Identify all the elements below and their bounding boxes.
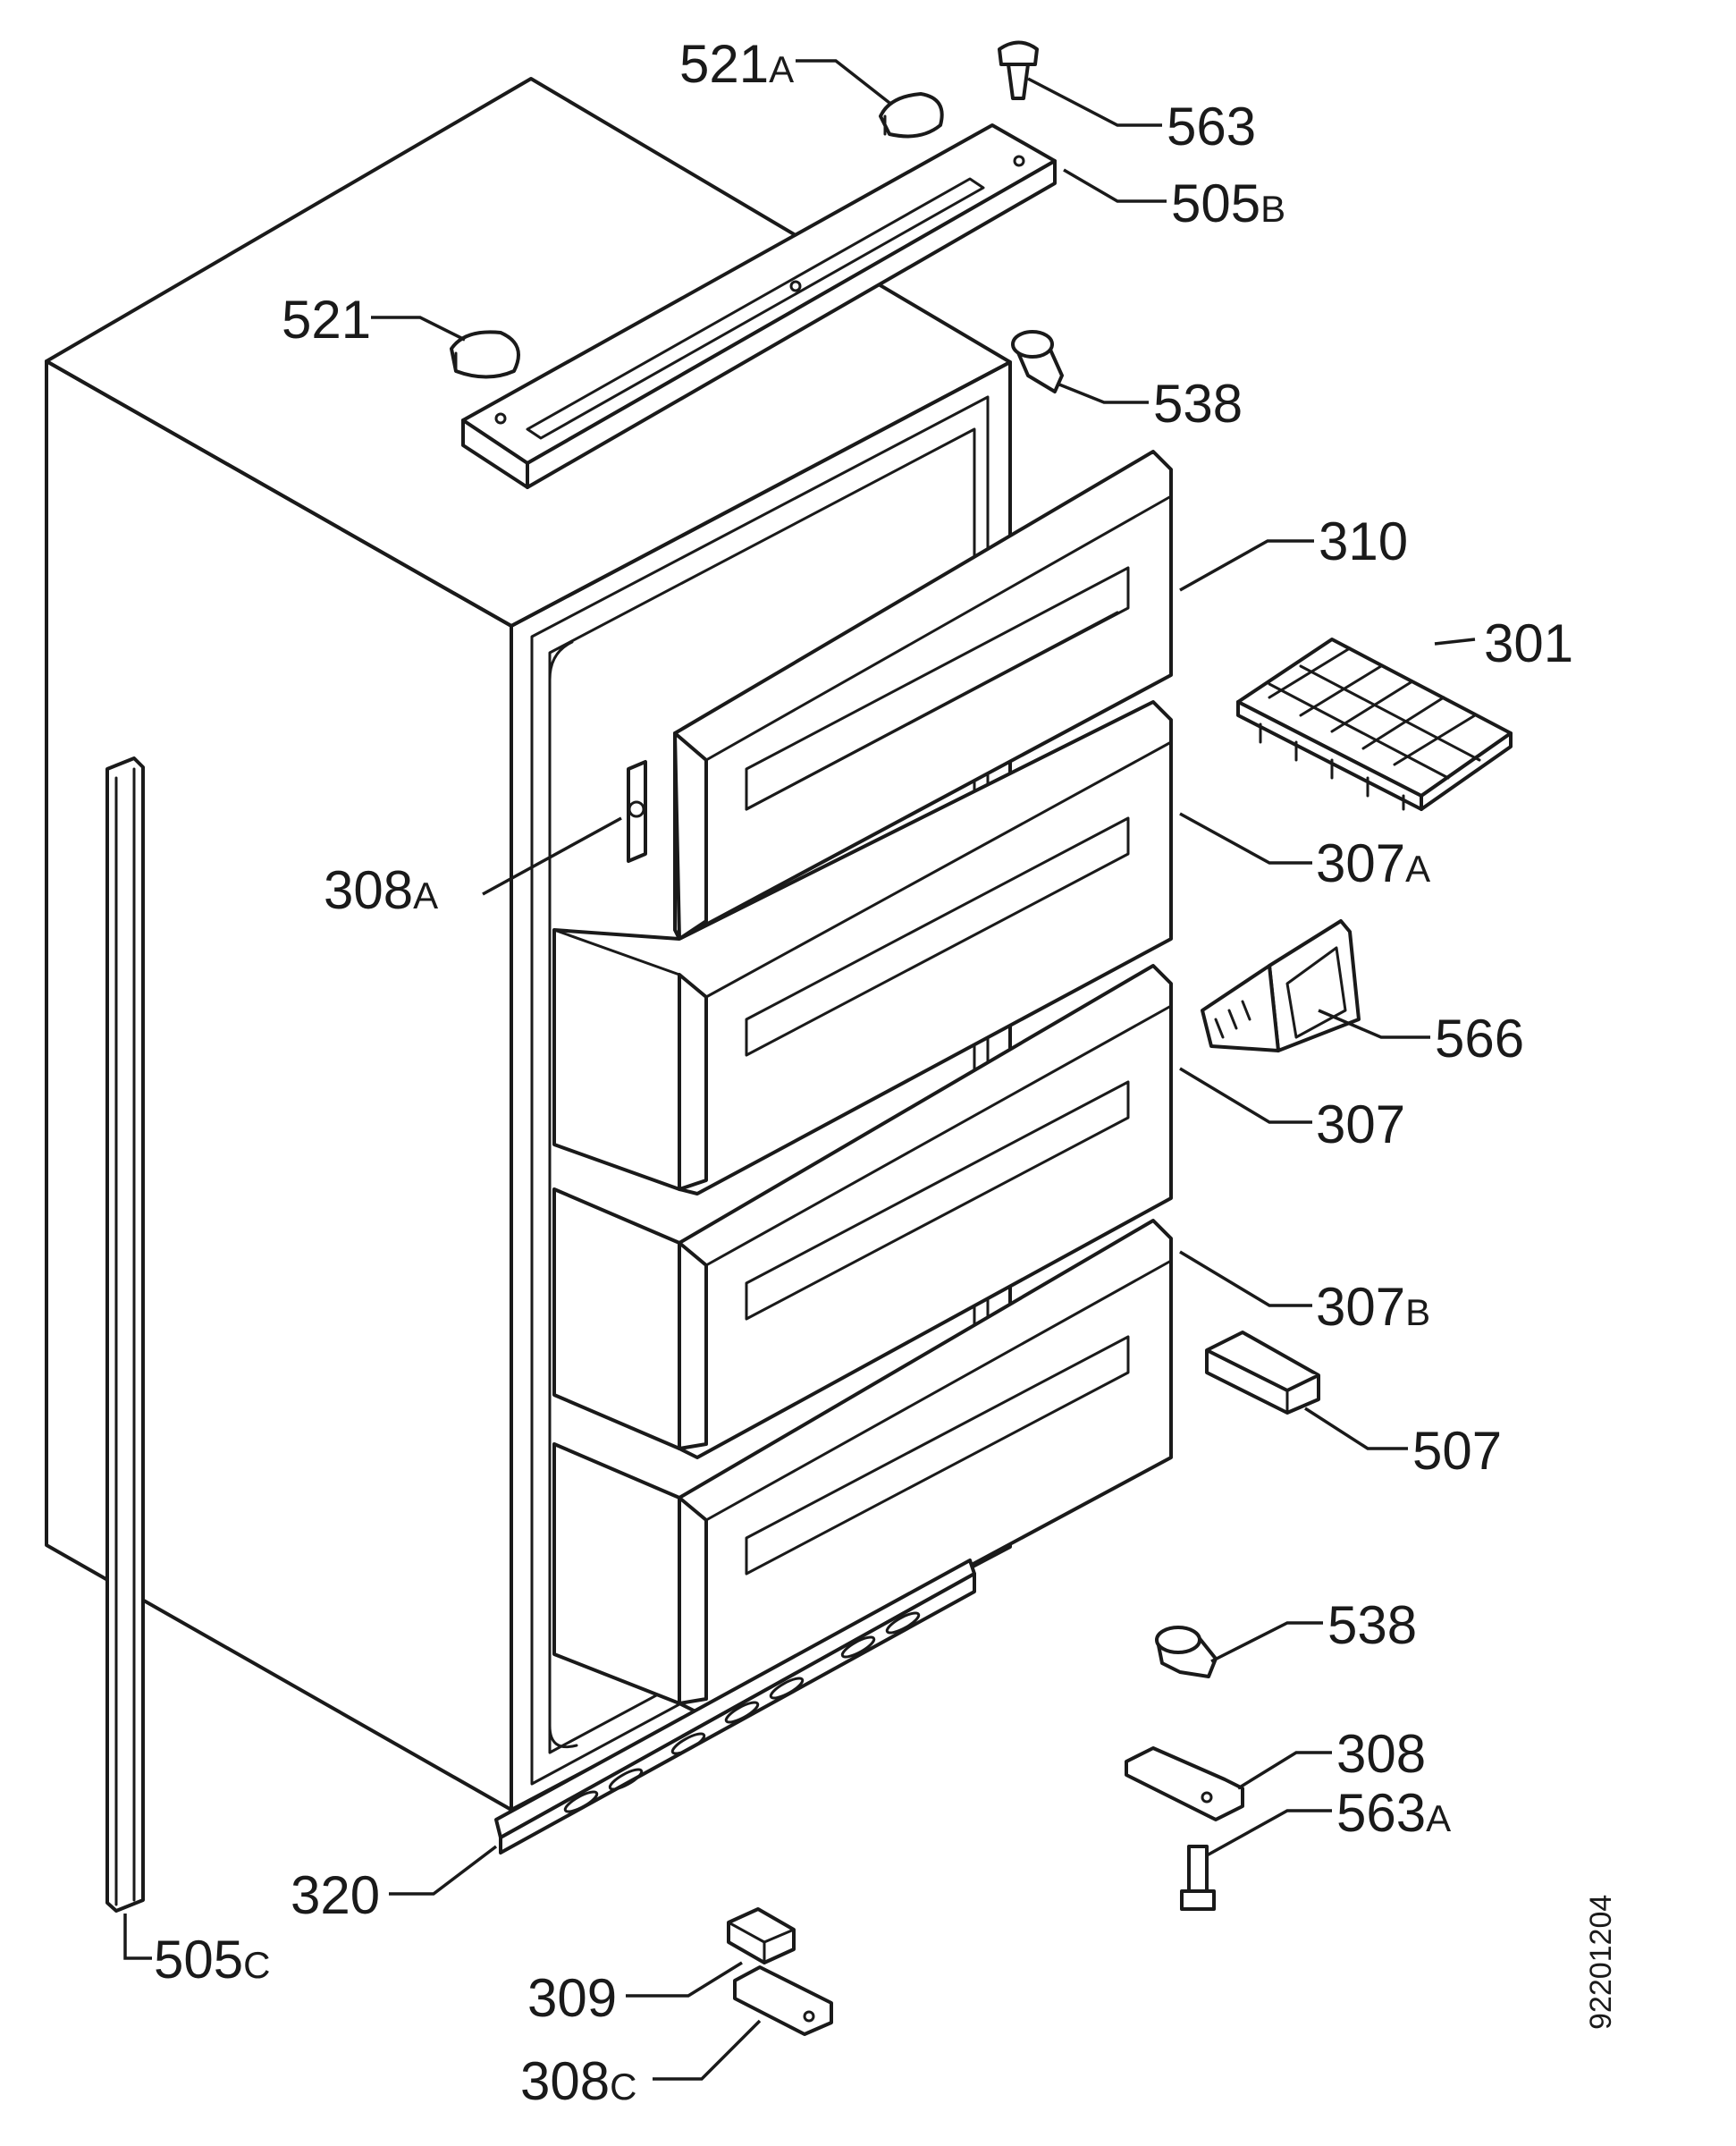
label-307a: 307A xyxy=(1316,833,1430,893)
label-538-top: 538 xyxy=(1153,374,1243,434)
label-308a: 308A xyxy=(324,860,438,920)
door-seal-strip-505c xyxy=(105,756,145,1913)
hinge-cap-521a xyxy=(879,92,944,139)
ice-cube-tray-301 xyxy=(1236,638,1513,811)
label-307b: 307B xyxy=(1316,1277,1430,1337)
drawer-307b xyxy=(552,1219,1173,1714)
screw-563 xyxy=(998,40,1039,100)
hinge-bracket-308 xyxy=(1125,1746,1244,1821)
label-566: 566 xyxy=(1435,1009,1524,1069)
hinge-pin-538-top xyxy=(1011,330,1064,393)
label-507: 507 xyxy=(1412,1421,1502,1481)
label-521a: 521A xyxy=(679,34,794,94)
label-521: 521 xyxy=(282,290,371,350)
hinge-cap-521 xyxy=(450,330,520,379)
label-563: 563 xyxy=(1167,97,1256,156)
label-308c: 308C xyxy=(520,2051,636,2111)
door-hinge-308a xyxy=(627,760,647,863)
label-320: 320 xyxy=(291,1865,380,1925)
label-505b: 505B xyxy=(1171,173,1285,233)
hinge-cover-507 xyxy=(1205,1331,1320,1415)
top-hinge-bar-505b xyxy=(461,123,1057,489)
drawer-307a xyxy=(552,700,1173,1196)
leader-lines xyxy=(123,59,1476,2081)
label-505c: 505C xyxy=(154,1930,270,1990)
label-307: 307 xyxy=(1316,1094,1405,1154)
hinge-pin-538-bottom xyxy=(1155,1626,1218,1678)
drawer-307 xyxy=(552,964,1173,1459)
label-309: 309 xyxy=(527,1968,617,2028)
hinge-bracket-308c xyxy=(733,1965,833,2036)
screw-563a xyxy=(1180,1845,1216,1911)
label-308: 308 xyxy=(1336,1724,1426,1784)
label-301: 301 xyxy=(1484,613,1573,673)
cover-cap-309 xyxy=(727,1907,796,1964)
label-563a: 563A xyxy=(1336,1783,1451,1843)
freezer-flap-310 xyxy=(673,450,1173,941)
label-538-bottom: 538 xyxy=(1327,1595,1417,1655)
ice-scraper-566 xyxy=(1201,919,1361,1052)
bottom-rail-320 xyxy=(494,1559,976,1855)
part-labels: 521A 563 505B 521 538 310 301 308A 307A … xyxy=(154,34,1618,2111)
label-310: 310 xyxy=(1319,511,1408,571)
document-number: 92201204 xyxy=(1584,1895,1618,2030)
